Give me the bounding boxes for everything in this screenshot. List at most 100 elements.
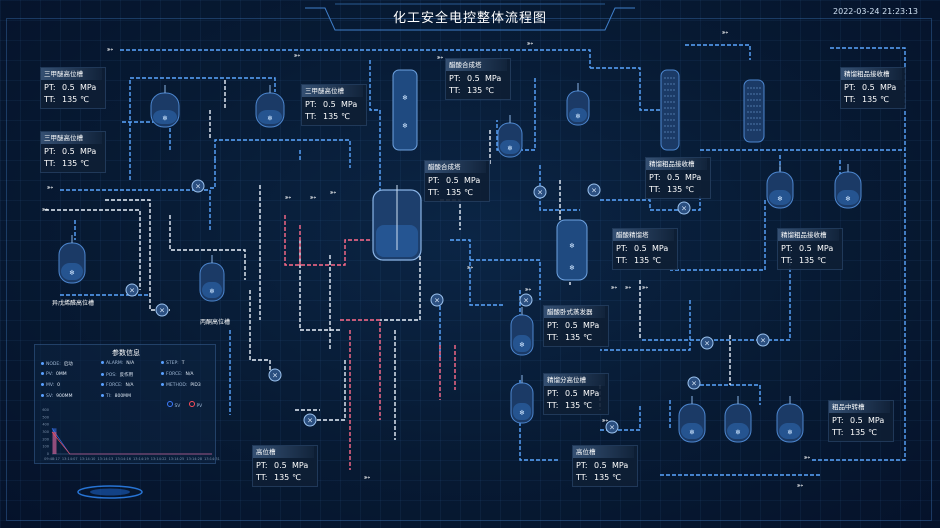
flow-arrow-icon: ➳ [611,283,618,292]
blue-pipe [670,200,766,271]
chart-x-tick: 13:14:16 [115,457,131,461]
pump-icon: × [681,205,687,213]
card-name: 粗品中转槽 [829,401,890,413]
vaporizer [556,219,588,281]
param-item: NODE:启动 [41,361,73,367]
param-item: FORCE:N/A [101,383,134,388]
tank-3-liquid [202,282,222,298]
chart-x-tick: 13:14:25 [169,457,185,461]
pump-icon[interactable] [268,368,282,382]
white-pipe [310,360,346,421]
pump-icon[interactable] [125,283,139,297]
card-name: 三甲醚高位槽 [302,85,363,97]
chart-x-tick: 13:14:28 [186,457,202,461]
pump-icon[interactable] [155,303,169,317]
flow-arrow-icon: ➳ [527,39,534,48]
flow-arrow-icon: ➳ [602,416,609,425]
card-name: 醋酸合成塔 [425,161,486,173]
pump-icon[interactable] [605,420,619,434]
tank-7-liquid [837,190,859,205]
chart-x-tick: 13:14:13 [97,457,113,461]
legend-sv: SV [167,401,180,409]
card-name: 三甲醚高位槽 [41,132,102,144]
chart-x-tick: 13:14:07 [62,457,78,461]
tank-label-1: 异戊烯醛高位槽 [52,300,95,307]
flow-arrow-icon: ➳ [467,263,474,272]
chart-y-tick: 600 [42,408,49,412]
pump-icon: × [523,297,529,305]
flow-arrow-icon: ➳ [437,53,444,62]
blue-pipe [685,44,751,60]
pump-icon[interactable] [700,336,714,350]
chart-y-tick: 300 [42,430,49,434]
blue-pipe [214,139,351,168]
tank-5-agitator-icon: ❄ [575,113,581,121]
pump-icon[interactable] [191,179,205,193]
pump-icon[interactable] [430,293,444,307]
flow-arrow-icon: ➳ [47,183,54,192]
pump-icon[interactable] [519,293,533,307]
white-pipe [380,250,421,321]
title-bar: 化工安全电控整体流程图 [305,0,635,32]
pump-icon[interactable] [303,413,317,427]
pump-icon[interactable] [687,376,701,390]
tank-12-agitator-icon: ❄ [787,429,793,437]
param-item: MV:0 [41,383,60,388]
tank-2-agitator-icon: ❄ [69,269,75,277]
tank-11-liquid [727,423,749,439]
legend-pv: PV [189,401,202,409]
flow-arrow-icon: ➳ [330,188,337,197]
datetime-readout: 2022-03-24 21:23:13 [833,7,918,16]
blue-pipe [600,195,701,211]
card-name: 精馏分高位槽 [544,374,605,386]
flow-arrow-icon: ➳ [294,51,301,60]
pump-icon: × [704,340,710,348]
pump-icon[interactable] [533,185,547,199]
base-glow-ring [77,485,143,499]
page-title: 化工安全电控整体流程图 [392,11,547,26]
chart-y-tick: 100 [42,445,49,449]
pump-icon: × [307,417,313,425]
pump-icon[interactable] [677,201,691,215]
outer-frame [6,18,932,521]
pump-icon: × [272,372,278,380]
flow-arrow-icon: ➳ [525,285,532,294]
white-pipe [169,215,246,280]
pump-icon[interactable] [587,183,601,197]
pump-icon: × [537,189,543,197]
param-item: ALARM:N/A [101,361,134,366]
pump-icon[interactable] [756,333,770,347]
chart-series-PV [51,431,212,455]
blue-pipe [600,300,691,351]
tank-6-agitator-icon: ❄ [777,195,783,203]
pump-icon: × [691,380,697,388]
chart-x-tick: 13:14:19 [133,457,149,461]
tank-label-2: 丙酮高位槽 [200,319,231,326]
flow-arrow-icon: ➳ [364,473,371,482]
tank-0-agitator-icon: ❄ [162,115,168,123]
pump-icon: × [760,337,766,345]
chart-x-tick: 13:14:10 [80,457,96,461]
chart-series-SV [51,428,212,455]
flow-arrow-icon: ➳ [285,193,292,202]
pump-icon: × [195,183,201,191]
tank-5-liquid [569,108,587,122]
reactor-agitator-icon: ❄ [402,94,408,102]
base-glow-core [90,488,130,496]
